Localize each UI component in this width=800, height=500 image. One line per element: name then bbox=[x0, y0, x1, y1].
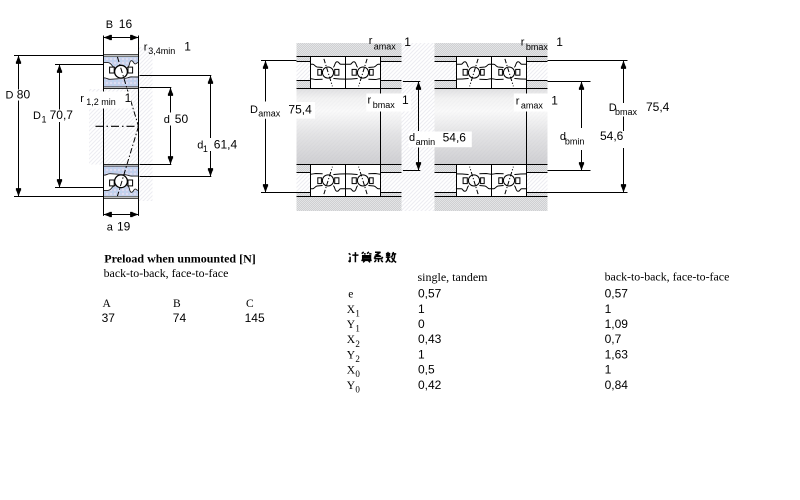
svg-text:0,7: 0,7 bbox=[605, 332, 622, 346]
svg-text:r: r bbox=[368, 95, 372, 107]
svg-text:r: r bbox=[516, 96, 520, 108]
svg-text:1: 1 bbox=[418, 302, 425, 316]
svg-text:back-to-back, face-to-face: back-to-back, face-to-face bbox=[605, 270, 730, 284]
svg-text:1: 1 bbox=[203, 144, 208, 154]
svg-text:X: X bbox=[347, 334, 356, 346]
svg-text:0: 0 bbox=[355, 369, 360, 379]
svg-text:r: r bbox=[80, 93, 84, 105]
svg-text:75,4: 75,4 bbox=[288, 102, 312, 116]
svg-text:1: 1 bbox=[402, 93, 409, 107]
svg-text:r: r bbox=[369, 35, 373, 47]
svg-text:e: e bbox=[348, 289, 353, 301]
svg-text:amin: amin bbox=[416, 137, 436, 147]
svg-text:0,43: 0,43 bbox=[418, 332, 442, 346]
svg-text:54,6: 54,6 bbox=[600, 129, 624, 143]
svg-text:Y: Y bbox=[347, 319, 356, 331]
svg-text:bmax: bmax bbox=[526, 42, 549, 52]
svg-text:1: 1 bbox=[42, 115, 47, 125]
svg-text:D: D bbox=[6, 90, 14, 102]
svg-text:bmax: bmax bbox=[615, 107, 638, 117]
svg-text:0,57: 0,57 bbox=[418, 287, 442, 301]
svg-text:3,4min: 3,4min bbox=[148, 46, 175, 56]
svg-text:1: 1 bbox=[355, 308, 360, 318]
svg-text:70,7: 70,7 bbox=[50, 108, 74, 122]
svg-text:0: 0 bbox=[418, 317, 425, 331]
svg-text:1: 1 bbox=[418, 347, 425, 361]
svg-text:1: 1 bbox=[556, 35, 563, 49]
svg-text:0: 0 bbox=[355, 384, 360, 394]
svg-text:d: d bbox=[409, 132, 415, 144]
svg-text:single, tandem: single, tandem bbox=[418, 270, 489, 284]
svg-text:1: 1 bbox=[355, 324, 360, 334]
svg-text:bmin: bmin bbox=[565, 136, 585, 146]
svg-text:Y: Y bbox=[347, 380, 356, 392]
svg-text:61,4: 61,4 bbox=[214, 138, 238, 152]
svg-text:16: 16 bbox=[119, 17, 133, 31]
svg-text:0,84: 0,84 bbox=[605, 378, 629, 392]
svg-text:amax: amax bbox=[374, 42, 397, 52]
svg-text:r: r bbox=[521, 37, 525, 49]
svg-text:2: 2 bbox=[355, 354, 360, 364]
svg-text:d: d bbox=[164, 114, 170, 126]
svg-text:2: 2 bbox=[355, 339, 360, 349]
svg-text:37: 37 bbox=[102, 311, 116, 325]
svg-text:1,63: 1,63 bbox=[605, 347, 629, 361]
svg-text:D: D bbox=[250, 104, 258, 116]
svg-text:a: a bbox=[107, 222, 114, 234]
svg-text:1: 1 bbox=[125, 91, 132, 105]
svg-text:145: 145 bbox=[245, 311, 265, 325]
svg-text:1: 1 bbox=[605, 363, 612, 377]
svg-text:amax: amax bbox=[521, 100, 544, 110]
svg-text:B: B bbox=[173, 298, 181, 310]
svg-text:1: 1 bbox=[551, 93, 558, 107]
svg-text:D: D bbox=[609, 102, 617, 114]
svg-text:50: 50 bbox=[175, 112, 189, 126]
svg-text:A: A bbox=[103, 298, 112, 310]
svg-text:back-to-back, face-to-face: back-to-back, face-to-face bbox=[104, 266, 229, 280]
svg-text:80: 80 bbox=[17, 88, 31, 102]
svg-text:C: C bbox=[246, 298, 254, 310]
svg-text:D: D bbox=[33, 110, 41, 122]
svg-text:X: X bbox=[347, 365, 356, 377]
svg-text:amax: amax bbox=[258, 109, 281, 119]
svg-text:54,6: 54,6 bbox=[443, 130, 467, 144]
svg-text:bmax: bmax bbox=[373, 100, 396, 110]
svg-text:19: 19 bbox=[117, 220, 131, 234]
svg-text:X: X bbox=[347, 304, 356, 316]
svg-text:0,57: 0,57 bbox=[605, 287, 629, 301]
svg-text:74: 74 bbox=[173, 311, 187, 325]
svg-text:75,4: 75,4 bbox=[646, 100, 670, 114]
svg-text:Preload when unmounted [N]: Preload when unmounted [N] bbox=[104, 251, 255, 265]
svg-text:1,2 min: 1,2 min bbox=[86, 97, 116, 107]
svg-text:1: 1 bbox=[404, 35, 411, 49]
svg-text:d: d bbox=[197, 140, 203, 152]
svg-text:r: r bbox=[144, 42, 148, 54]
svg-text:Y: Y bbox=[347, 349, 356, 361]
svg-text:1: 1 bbox=[605, 302, 612, 316]
svg-text:d: d bbox=[560, 131, 566, 143]
svg-text:0,5: 0,5 bbox=[418, 363, 435, 377]
svg-text:1,09: 1,09 bbox=[605, 317, 629, 331]
svg-text:0,42: 0,42 bbox=[418, 378, 442, 392]
svg-text:1: 1 bbox=[184, 39, 191, 53]
svg-text:B: B bbox=[106, 19, 113, 31]
